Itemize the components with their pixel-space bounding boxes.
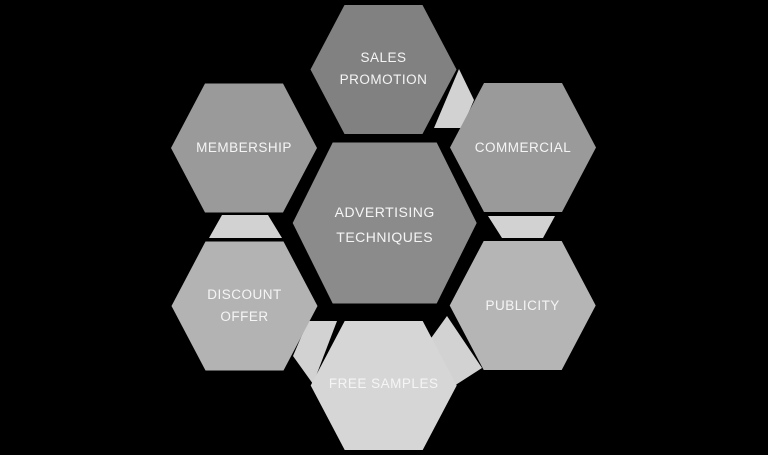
hexagon-publicity <box>449 241 596 370</box>
node-label-line: PUBLICITY <box>485 297 560 313</box>
node-label-advertising-techniques: ADVERTISING TECHNIQUES <box>335 200 435 250</box>
node-label-free-samples: FREE SAMPLES <box>329 373 439 395</box>
node-label-commercial: COMMERCIAL <box>475 137 572 159</box>
hexagon-free-samples <box>310 321 457 450</box>
node-label-line: PROMOTION <box>339 71 428 87</box>
node-label-line: OFFER <box>220 309 269 324</box>
connector-bottom-left <box>293 321 337 384</box>
connector-left <box>209 215 282 238</box>
node-label-line: DISCOUNT <box>207 287 282 302</box>
connector-bottom-right <box>429 316 482 386</box>
hexagon-membership <box>171 83 317 213</box>
node-label-discount-offer: DISCOUNT OFFER <box>207 284 282 328</box>
node-label-line: SALES <box>360 49 407 65</box>
node-label-line: FREE SAMPLES <box>328 376 439 391</box>
connector-right <box>488 216 555 238</box>
hexagon-sales-promotion <box>310 5 457 134</box>
node-label-line: TECHNIQUES <box>336 229 434 245</box>
hexagon-discount-offer <box>171 241 318 371</box>
node-label-line: MEMBERSHIP <box>196 140 292 155</box>
hexagon-advertising-techniques <box>292 142 477 304</box>
hexagon-commercial <box>450 83 596 212</box>
node-label-publicity: PUBLICITY <box>486 295 560 317</box>
node-label-line: COMMERCIAL <box>474 139 572 155</box>
node-label-sales-promotion: SALES PROMOTION <box>340 47 428 91</box>
node-label-membership: MEMBERSHIP <box>196 137 292 159</box>
connector-top-right <box>434 69 474 128</box>
node-label-line: ADVERTISING <box>334 204 435 220</box>
